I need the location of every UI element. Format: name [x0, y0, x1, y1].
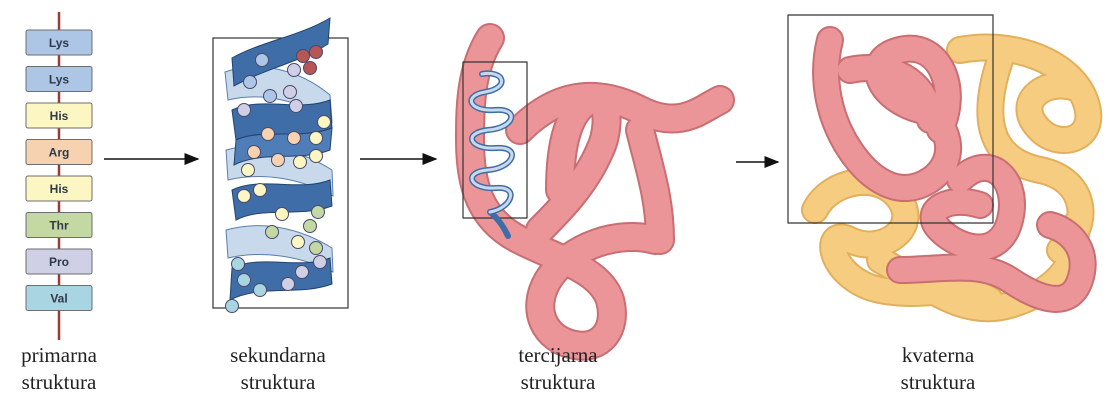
amino-acid-bead: [254, 284, 267, 297]
caption-primary-line1: primarna: [0, 342, 144, 369]
amino-acid-bead: [310, 46, 323, 59]
caption-tertiary-line2: struktura: [473, 369, 643, 396]
residue-label: Thr: [49, 219, 69, 233]
amino-acid-bead: [272, 154, 285, 167]
caption-secondary: sekundarna struktura: [193, 342, 363, 396]
amino-acid-bead: [238, 190, 251, 203]
amino-acid-bead: [256, 54, 269, 67]
amino-acid-bead: [314, 256, 327, 269]
amino-acid-bead: [262, 128, 275, 141]
amino-acid-bead: [312, 206, 325, 219]
amino-acid-bead: [276, 208, 289, 221]
amino-acid-bead: [232, 258, 245, 271]
amino-acid-bead: [244, 76, 257, 89]
residue-label: His: [50, 182, 69, 196]
quaternary-structure: [788, 15, 1088, 308]
tertiary-structure: [463, 38, 720, 346]
amino-acid-bead: [310, 132, 323, 145]
residue-label: Lys: [49, 73, 70, 87]
caption-quaternary-line1: kvaterna: [853, 342, 1023, 369]
amino-acid-bead: [304, 220, 317, 233]
caption-secondary-line2: struktura: [193, 369, 363, 396]
amino-acid-bead: [238, 274, 251, 287]
secondary-structure: [213, 18, 348, 313]
caption-quaternary: kvaterna struktura: [853, 342, 1023, 396]
amino-acid-bead: [318, 116, 331, 129]
amino-acid-bead: [294, 156, 307, 169]
amino-acid-bead: [266, 226, 279, 239]
amino-acid-bead: [238, 104, 251, 117]
caption-tertiary: tercijarna struktura: [473, 342, 643, 396]
amino-acid-bead: [290, 100, 303, 113]
residue-label: Arg: [49, 146, 70, 160]
residue-label: His: [50, 109, 69, 123]
amino-acid-bead: [282, 278, 295, 291]
amino-acid-bead: [292, 236, 305, 249]
amino-acid-bead: [242, 164, 255, 177]
amino-acid-bead: [284, 86, 297, 99]
amino-acid-bead: [310, 242, 323, 255]
caption-primary-line2: struktura: [0, 369, 144, 396]
amino-acid-bead: [254, 184, 267, 197]
amino-acid-bead: [310, 150, 323, 163]
amino-acid-bead: [296, 266, 309, 279]
amino-acid-bead: [264, 90, 277, 103]
residue-label: Val: [50, 292, 67, 306]
amino-acid-bead: [226, 300, 239, 313]
amino-acid-bead: [304, 62, 317, 75]
residue-label: Lys: [49, 36, 70, 50]
amino-acid-bead: [288, 64, 301, 77]
caption-quaternary-line2: struktura: [853, 369, 1023, 396]
amino-acid-bead: [297, 50, 310, 63]
amino-acid-bead: [248, 146, 261, 159]
caption-secondary-line1: sekundarna: [193, 342, 363, 369]
caption-primary: primarna struktura: [0, 342, 144, 396]
caption-tertiary-line1: tercijarna: [473, 342, 643, 369]
amino-acid-bead: [288, 132, 301, 145]
residue-label: Pro: [49, 255, 69, 269]
